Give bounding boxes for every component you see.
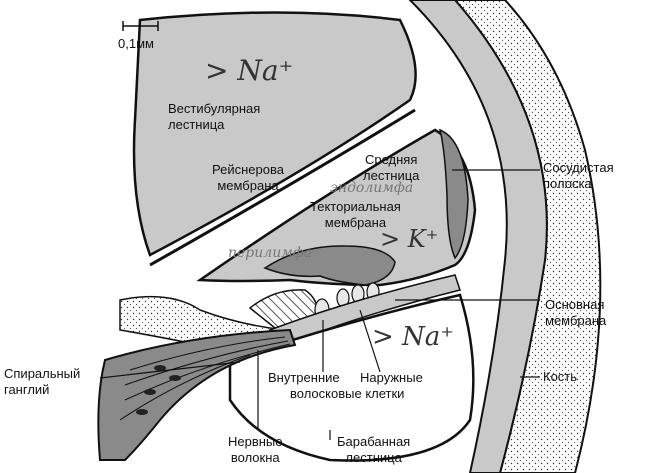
scala-vestibuli (132, 11, 417, 257)
label-line: Нервные (228, 434, 283, 449)
label-spiral-ganglion: Спиральный ганглий (4, 366, 80, 398)
label-line: Сосудистая (543, 160, 614, 175)
handwritten-k-plus: > K⁺ (380, 225, 439, 253)
label-basilar-membrane: Основная мембрана (545, 297, 606, 329)
leader-lines (99, 169, 540, 440)
spiral-ganglion-bundle (97, 328, 297, 461)
label-line: мембрана (217, 178, 279, 193)
label-hair-cells: волосковые клетки (290, 386, 405, 401)
scale-bar (122, 21, 159, 31)
handwritten-na-bottom: > Na⁺ (372, 322, 455, 352)
tectorial-membrane (263, 245, 396, 286)
label-line: мембрана (545, 313, 607, 328)
handwritten-note-endolymph: эндолимфа (330, 180, 414, 196)
label-line: мембрана (324, 215, 387, 230)
label-reissner-membrane: Рейснерова мембрана (212, 162, 284, 194)
label-line: Барабанная (337, 434, 411, 449)
scale-label: 0,1мм (118, 36, 154, 51)
ganglion-cells (136, 365, 181, 415)
label-line: лестница (363, 168, 420, 183)
label-tympanic-scala: Барабанная лестница (337, 434, 410, 466)
label-line: ганглий (4, 382, 50, 397)
label-line: Средняя (364, 152, 418, 167)
label-inner-hair-cells: Внутренние (268, 370, 340, 385)
outer-wall (408, 0, 548, 473)
nerve-fibers (119, 336, 291, 421)
scala-tympani (228, 293, 475, 462)
label-nerve-fibers: Нервные волокна (228, 434, 283, 466)
label-outer-hair-cells: Наружные (360, 370, 423, 385)
label-tectorial-membrane: Текториальная мембрана (310, 199, 401, 231)
label-stria-vascularis: Сосудистая полоска (543, 160, 614, 192)
label-line: лестница (168, 117, 225, 132)
label-middle-scala: Средняя лестница (363, 152, 419, 184)
label-line: полоска (543, 176, 592, 191)
label-line: Текториальная (310, 199, 401, 214)
scala-media (196, 128, 477, 287)
label-vestibular-scala: Вестибулярная лестница (168, 101, 260, 133)
label-line: лестница (345, 450, 402, 465)
label-bone: Кость (543, 369, 578, 384)
label-line: волокна (230, 450, 280, 465)
label-line: Спиральный (4, 366, 81, 381)
label-line: Вестибулярная (168, 101, 261, 116)
label-line: Основная (545, 297, 605, 312)
handwritten-na-top: > Na⁺ (205, 54, 294, 87)
reissner-membrane (149, 108, 416, 267)
label-line: Рейснерова (212, 162, 284, 177)
stria-vascularis (438, 128, 469, 260)
handwritten-note-perilymph: перилимфа (228, 245, 313, 261)
